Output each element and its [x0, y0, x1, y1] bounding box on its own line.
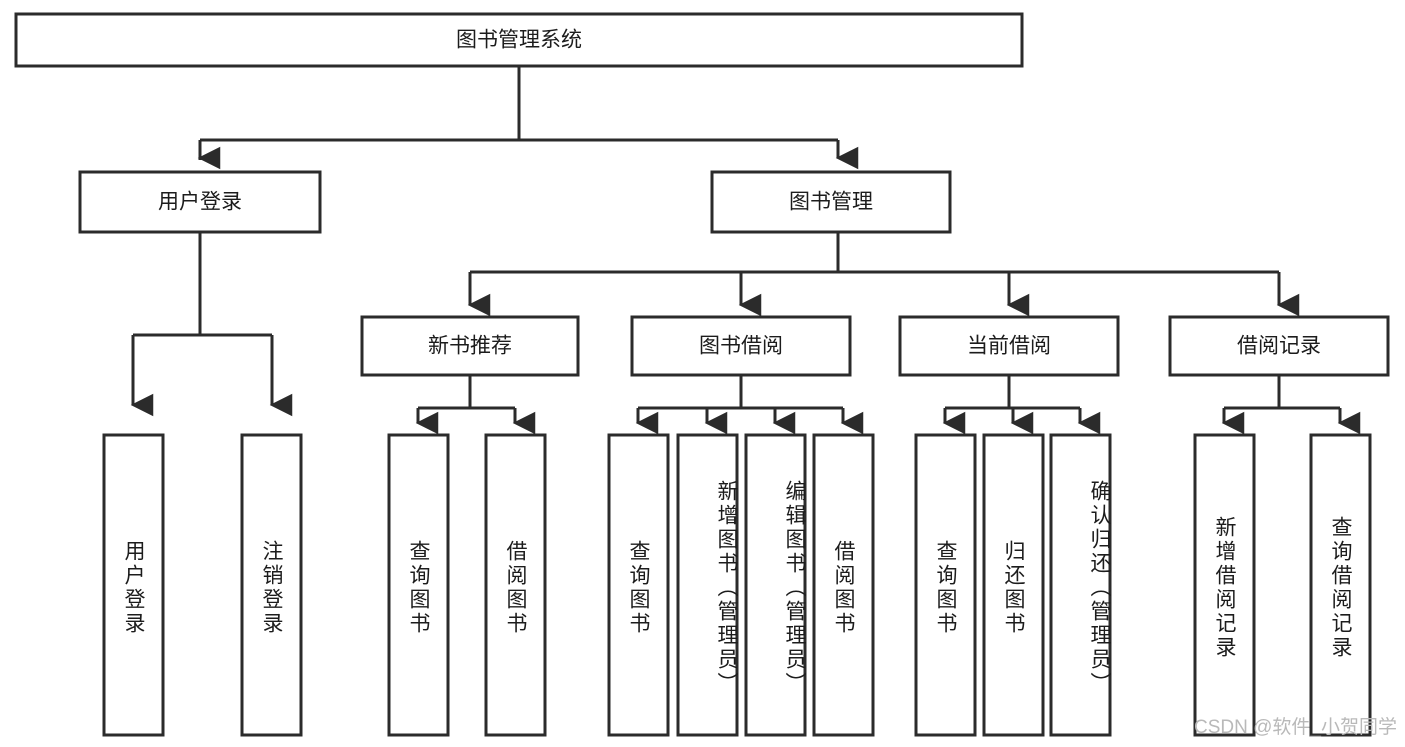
- edge-user-login-trunk: [133, 232, 272, 337]
- node-book-manage[interactable]: 图书管理: [710, 170, 952, 234]
- node-borrow-record-label: 借阅记录: [1237, 335, 1321, 358]
- edge-group-book-manage: [467, 232, 1300, 317]
- node-root[interactable]: 图书管理系统: [14, 12, 1024, 68]
- node-new-book-rec-label: 新书推荐: [428, 335, 512, 358]
- node-user-login[interactable]: 用户登录: [78, 170, 322, 234]
- leaf-box-return-book[interactable]: [982, 433, 1045, 737]
- leaf-box-query-record[interactable]: [1309, 433, 1372, 737]
- leaf-box-user-login[interactable]: [102, 433, 165, 737]
- node-root-box[interactable]: [14, 12, 1024, 68]
- node-book-borrow-box[interactable]: [630, 315, 852, 377]
- edge-current-borrow-trunk: [945, 375, 1080, 410]
- leaf-box-add-record[interactable]: [1193, 433, 1256, 737]
- node-user-login-box[interactable]: [78, 170, 322, 234]
- edge-group-user-login: [130, 232, 293, 417]
- node-new-book-rec[interactable]: 新书推荐: [360, 315, 580, 377]
- node-book-manage-label: 图书管理: [789, 191, 873, 214]
- leaf-box-borrow-book-2[interactable]: [812, 433, 875, 737]
- leaf-box-add-book[interactable]: [676, 433, 739, 737]
- node-current-borrow-label: 当前借阅: [967, 335, 1051, 358]
- edge-borrow-record-trunk: [1224, 375, 1340, 410]
- edge-book-borrow-trunk: [638, 375, 843, 410]
- leaf-box-query-book-2[interactable]: [607, 433, 670, 737]
- leaf-boxes: [102, 433, 1372, 737]
- leaf-box-logout[interactable]: [240, 433, 303, 737]
- leaf-box-borrow-book-1[interactable]: [484, 433, 547, 737]
- leaf-box-edit-book[interactable]: [744, 433, 807, 737]
- edge-new-book-rec-trunk: [418, 375, 515, 410]
- edge-root-trunk: [198, 66, 838, 160]
- node-book-borrow-label: 图书借阅: [699, 335, 783, 358]
- node-root-label: 图书管理系统: [456, 29, 582, 52]
- node-current-borrow-box[interactable]: [898, 315, 1120, 377]
- node-current-borrow[interactable]: 当前借阅: [898, 315, 1120, 377]
- edge-group-book-borrow: [635, 375, 864, 435]
- edge-group-new-book-rec: [415, 375, 536, 435]
- node-user-login-label: 用户登录: [158, 191, 242, 214]
- node-new-book-rec-box[interactable]: [360, 315, 580, 377]
- node-book-manage-box[interactable]: [710, 170, 952, 234]
- edge-book-manage-trunk: [470, 232, 1279, 274]
- node-borrow-record[interactable]: 借阅记录: [1168, 315, 1390, 377]
- edge-group-borrow-record: [1221, 375, 1361, 435]
- node-book-borrow[interactable]: 图书借阅: [630, 315, 852, 377]
- leaf-box-confirm-return[interactable]: [1049, 433, 1112, 737]
- edge-group-current-borrow: [942, 375, 1101, 435]
- leaf-box-query-book-1[interactable]: [387, 433, 450, 737]
- watermark-text: CSDN @软件_小贺同学: [1194, 717, 1397, 738]
- leaf-box-query-book-3[interactable]: [914, 433, 977, 737]
- node-borrow-record-box[interactable]: [1168, 315, 1390, 377]
- edge-group-root: [197, 66, 859, 170]
